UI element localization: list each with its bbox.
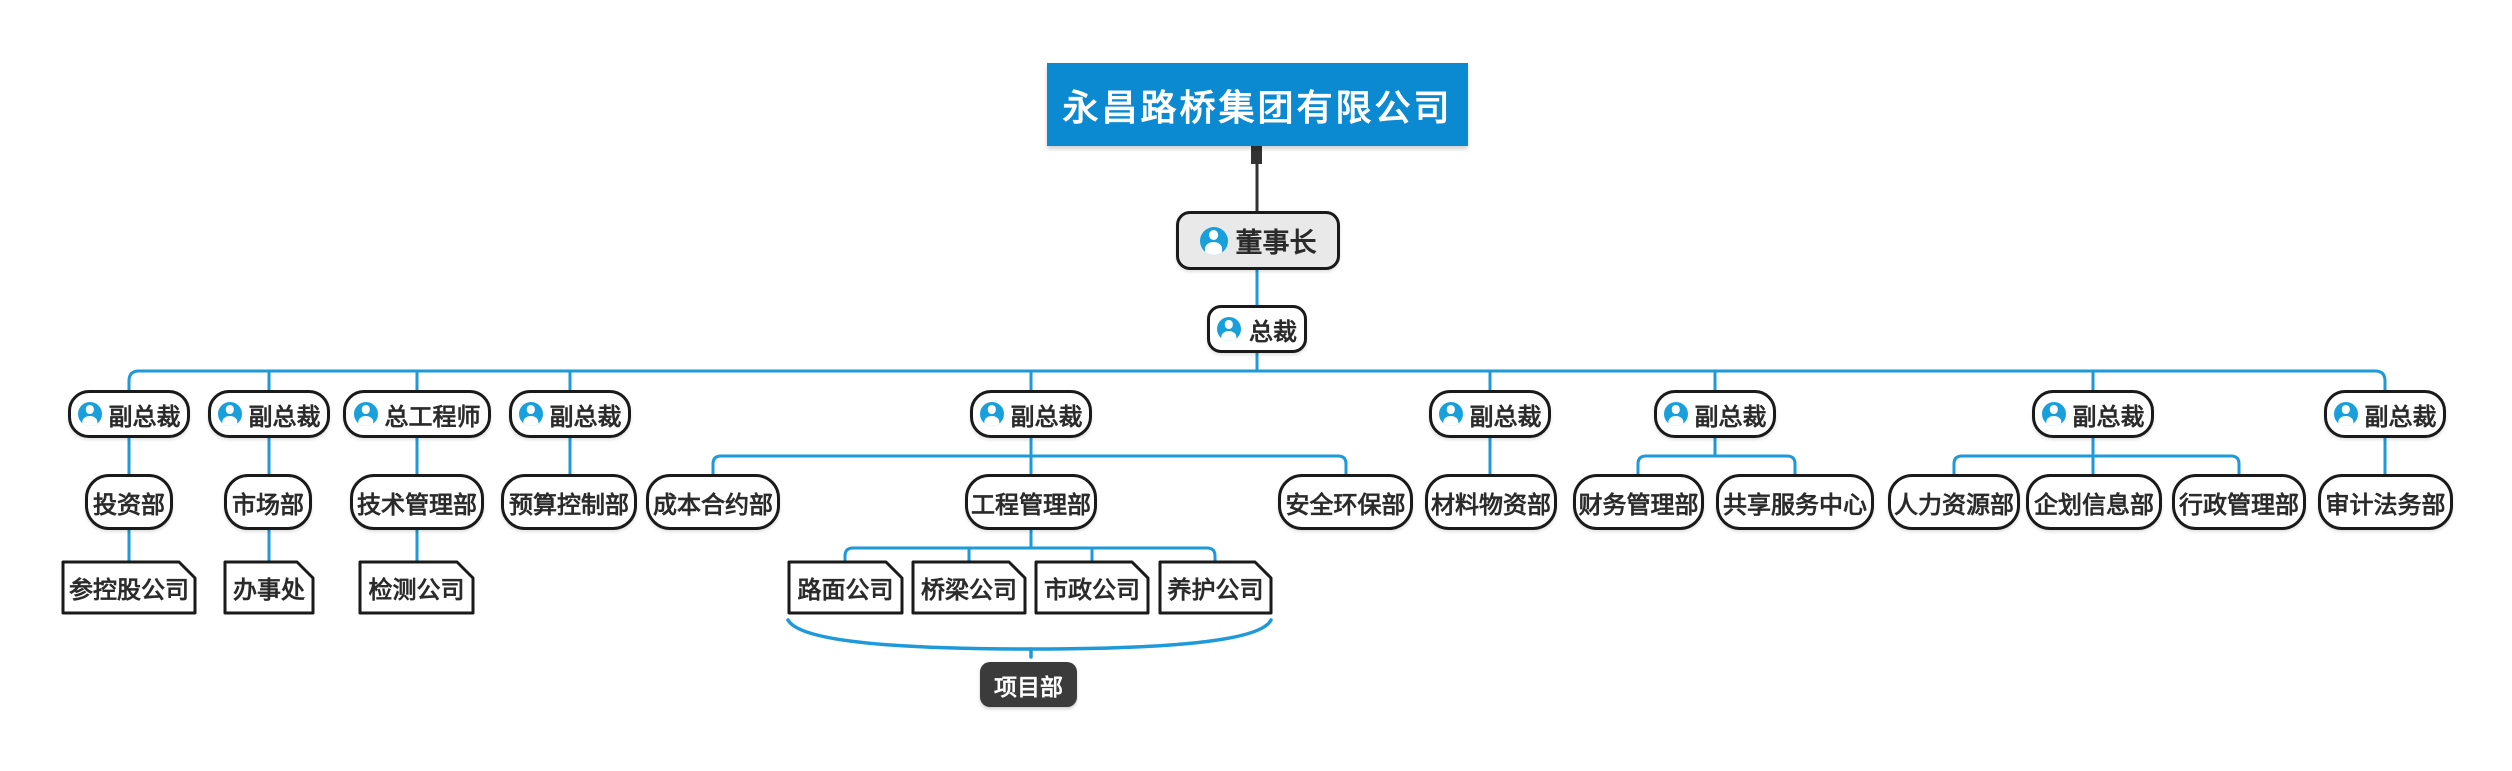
executive-label: 副总裁: [1694, 403, 1767, 431]
chairman-label: 董事长: [1235, 228, 1317, 258]
department-node[interactable]: 投资部: [85, 474, 173, 530]
executive-node[interactable]: 副总裁: [1654, 390, 1776, 438]
company-root-node[interactable]: 永昌路桥集团有限公司: [1047, 63, 1468, 146]
department-node[interactable]: 共享服务中心: [1716, 474, 1874, 530]
unit-node[interactable]: 养护公司: [1167, 577, 1264, 604]
department-node[interactable]: 审计法务部: [2318, 474, 2453, 530]
connector-stub: [1251, 146, 1262, 164]
department-node[interactable]: 企划信息部: [2026, 474, 2162, 530]
executive-node[interactable]: 副总裁: [208, 390, 330, 438]
person-icon: [1199, 226, 1228, 255]
president-node[interactable]: 总裁: [1207, 305, 1307, 353]
person-icon: [518, 402, 543, 426]
executive-node[interactable]: 副总裁: [2324, 390, 2446, 438]
executive-node[interactable]: 副总裁: [1429, 390, 1551, 438]
person-icon: [77, 402, 102, 426]
department-node[interactable]: 行政管理部: [2172, 474, 2306, 530]
president-label: 总裁: [1249, 318, 1297, 346]
unit-shape: [61, 560, 197, 615]
executive-label: 副总裁: [108, 403, 181, 431]
person-icon: [1217, 317, 1241, 341]
executive-label: 副总裁: [549, 403, 622, 431]
executive-node[interactable]: 副总裁: [970, 390, 1092, 438]
executive-label: 副总裁: [2072, 403, 2145, 431]
person-icon: [979, 402, 1004, 426]
department-node[interactable]: 预算控制部: [501, 474, 637, 530]
person-icon: [2333, 402, 2358, 426]
unit-shape: [787, 560, 904, 615]
person-icon: [217, 402, 242, 426]
unit-shape: [911, 560, 1027, 615]
unit-node[interactable]: 参控股公司: [69, 577, 189, 604]
chairman-node[interactable]: 董事长: [1176, 211, 1340, 270]
executive-label: 副总裁: [1010, 403, 1083, 431]
executive-label: 副总裁: [2364, 403, 2437, 431]
person-icon: [1438, 402, 1463, 426]
unit-shape: [223, 560, 315, 615]
executive-node[interactable]: 副总裁: [509, 390, 631, 438]
executive-label: 总工程师: [384, 403, 481, 431]
department-node[interactable]: 材料物资部: [1425, 474, 1557, 530]
unit-node[interactable]: 办事处: [233, 577, 305, 604]
department-node[interactable]: 人力资源部: [1888, 474, 2020, 530]
unit-node[interactable]: 桥梁公司: [921, 577, 1017, 604]
department-node[interactable]: 安全环保部: [1278, 474, 1413, 530]
person-icon: [353, 402, 378, 426]
unit-shape: [1158, 560, 1273, 615]
executive-label: 副总裁: [1469, 403, 1542, 431]
person-icon: [2041, 402, 2066, 426]
department-node[interactable]: 成本合约部: [646, 474, 780, 530]
department-node[interactable]: 工程管理部: [965, 474, 1097, 530]
executive-node[interactable]: 总工程师: [343, 390, 491, 438]
unit-node[interactable]: 检测公司: [368, 577, 465, 604]
brace-connector: [786, 618, 1273, 651]
unit-node[interactable]: 路面公司: [797, 577, 894, 604]
unit-shape: [358, 560, 475, 615]
project-dept-node[interactable]: 项目部: [980, 662, 1077, 707]
department-node[interactable]: 财务管理部: [1573, 474, 1704, 530]
unit-node[interactable]: 市政公司: [1044, 577, 1140, 604]
executive-node[interactable]: 副总裁: [2032, 390, 2154, 438]
department-node[interactable]: 市场部: [224, 474, 312, 530]
unit-shape: [1034, 560, 1150, 615]
department-node[interactable]: 技术管理部: [350, 474, 484, 530]
executive-label: 副总裁: [248, 403, 321, 431]
executive-node[interactable]: 副总裁: [68, 390, 190, 438]
person-icon: [1663, 402, 1688, 426]
